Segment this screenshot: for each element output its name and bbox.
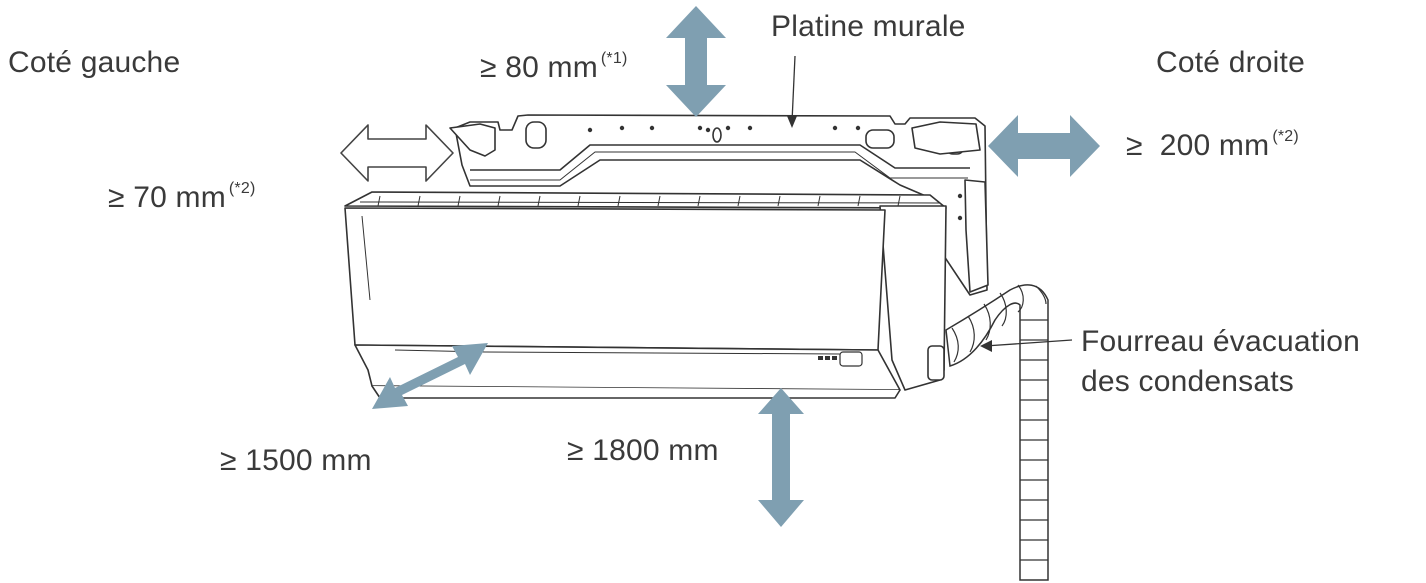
front-clearance-arrow-icon	[372, 343, 488, 409]
left-clearance-label: ≥ 70 mm(*2)	[108, 172, 255, 215]
right-clearance-note: (*2)	[1272, 128, 1299, 145]
wall-plate	[449, 114, 989, 296]
left-clearance-arrow-icon	[340, 124, 454, 182]
bottom-clearance-arrow-icon	[758, 388, 804, 527]
drain-sleeve-label-line1: Fourreau évacuation	[1081, 325, 1360, 358]
left-side-label: Coté gauche	[8, 46, 181, 79]
pointer-lines	[787, 55, 1073, 352]
top-clearance-label: ≥ 80 mm(*1)	[480, 42, 627, 85]
drain-sleeve-label-line2: des condensats	[1081, 365, 1294, 398]
left-clearance-value: ≥ 70 mm	[108, 181, 226, 214]
front-clearance-label: ≥ 1500 mm	[220, 444, 372, 477]
drain-hose	[945, 284, 1049, 581]
wall-plate-label: Platine murale	[771, 10, 966, 43]
right-clearance-label: ≥ 200 mm(*2)	[1126, 120, 1299, 163]
indoor-unit	[344, 191, 947, 399]
right-clearance-value: ≥ 200 mm	[1126, 129, 1270, 162]
top-clearance-note: (*1)	[600, 50, 628, 67]
left-clearance-note: (*2)	[228, 180, 256, 197]
bottom-clearance-label: ≥ 1800 mm	[567, 434, 719, 467]
top-clearance-value: ≥ 80 mm	[480, 51, 598, 84]
right-clearance-arrow-icon	[988, 115, 1100, 177]
right-side-label: Coté droite	[1156, 46, 1305, 79]
top-clearance-arrow-icon	[666, 6, 726, 117]
